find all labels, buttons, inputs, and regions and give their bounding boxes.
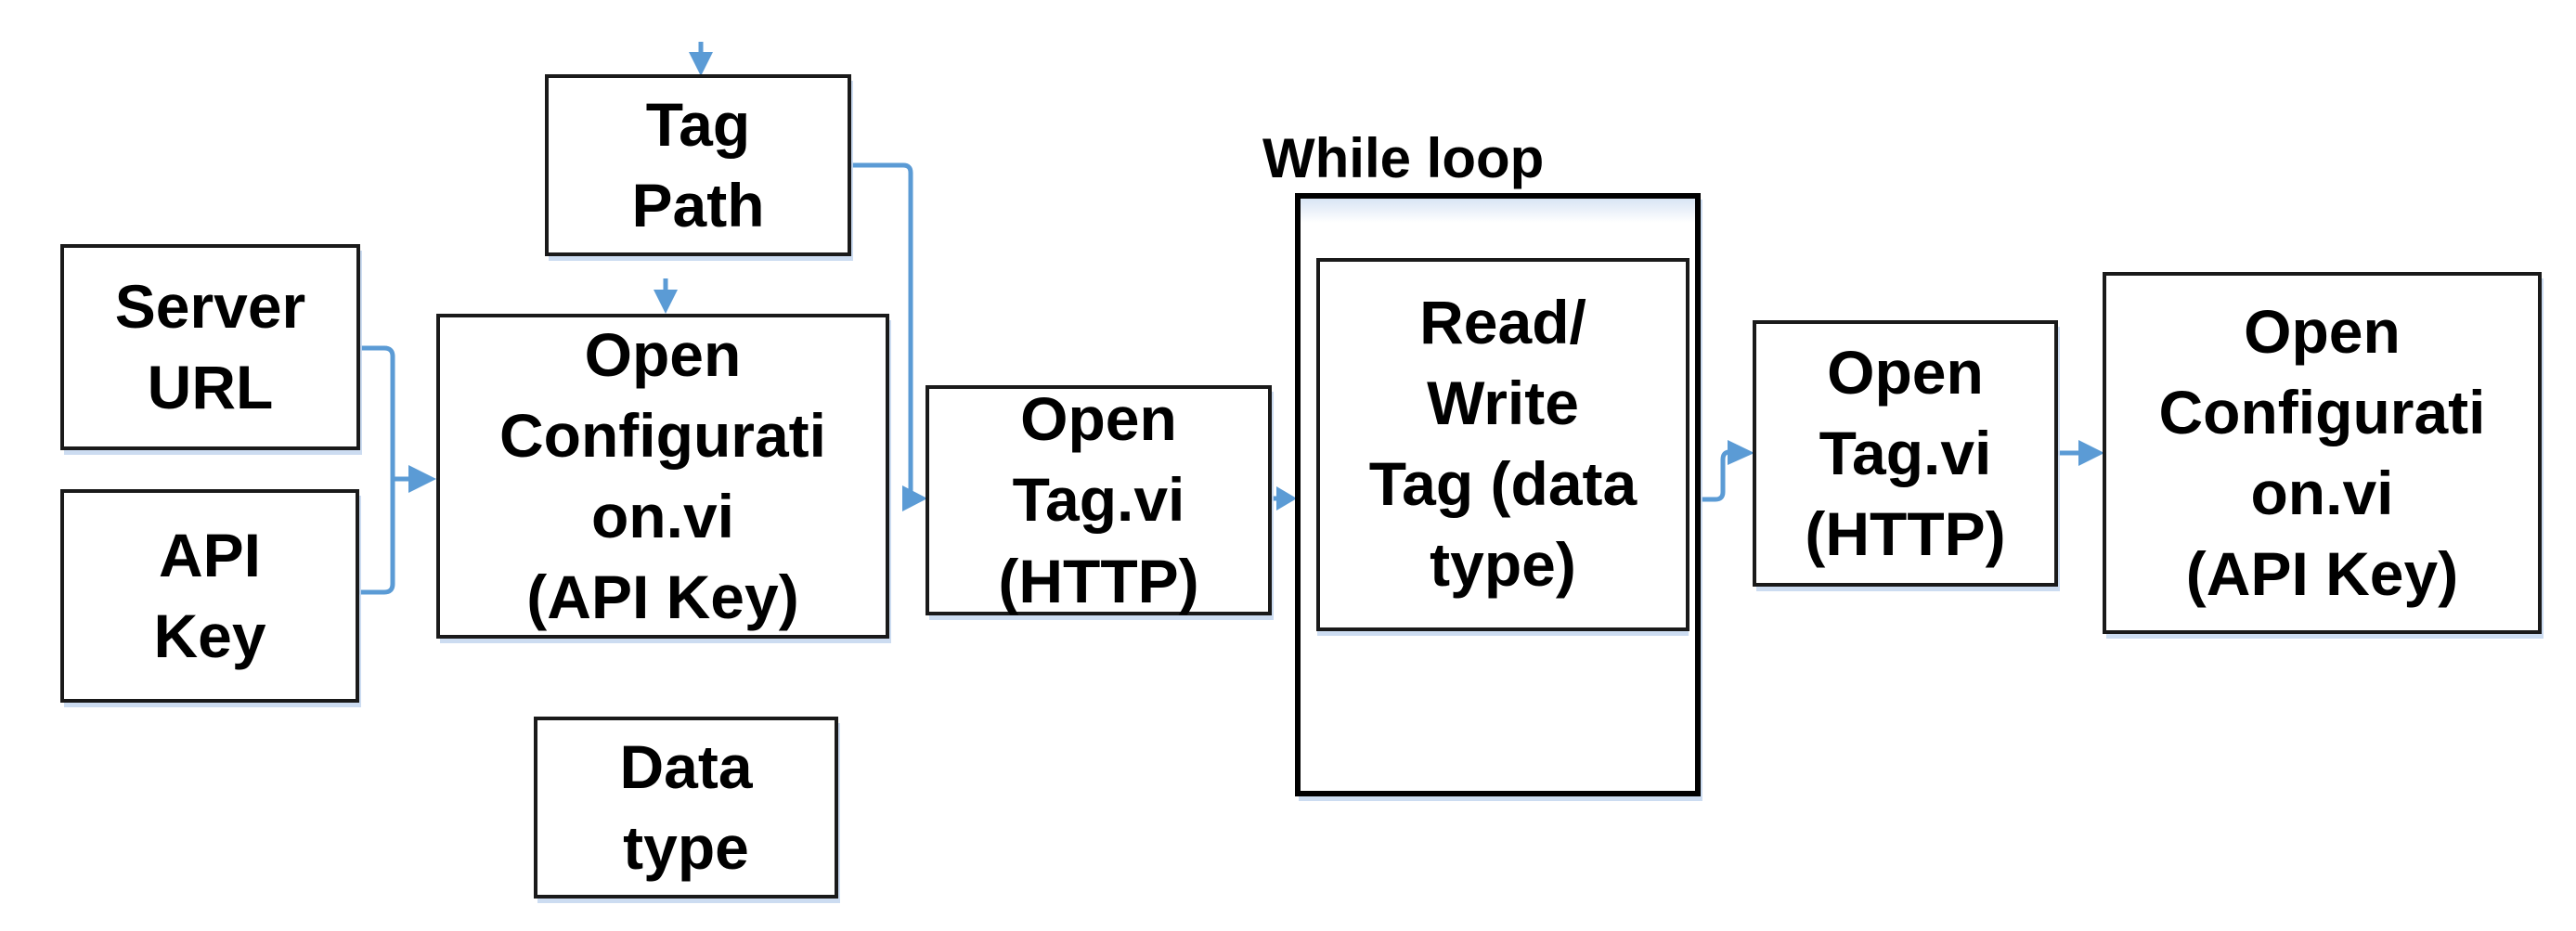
wire-server-url-api-key-merge [359, 345, 395, 595]
node-api-key: API Key [60, 489, 359, 703]
arrowhead-down-into-open-config-1-top [654, 290, 678, 314]
node-open-configuration-vi-2: Open Configurati on.vi (API Key) [2103, 272, 2542, 634]
arrowhead-into-open-config-1 [408, 465, 436, 493]
arrowhead-into-open-config-2 [2078, 440, 2104, 466]
arrowhead-down-into-tag-path [689, 52, 713, 76]
node-read-write-tag: Read/ Write Tag (data type) [1316, 258, 1689, 631]
node-open-tag-vi-1: Open Tag.vi (HTTP) [926, 384, 1272, 615]
node-tag-path: Tag Path [545, 74, 851, 256]
node-open-configuration-vi-1: Open Configurati on.vi (API Key) [436, 314, 889, 639]
arrowhead-into-open-tag-2 [1728, 440, 1754, 465]
arrowhead-into-while-loop [1276, 486, 1297, 511]
wire-while-to-open-tag-2 [1689, 449, 1730, 502]
node-server-url: Server URL [60, 244, 360, 450]
while-loop-label: While loop [1262, 127, 1545, 189]
arrowhead-into-open-tag-1 [902, 485, 927, 511]
node-open-tag-vi-2: Open Tag.vi (HTTP) [1753, 320, 2058, 587]
node-data-type: Data type [534, 717, 838, 899]
